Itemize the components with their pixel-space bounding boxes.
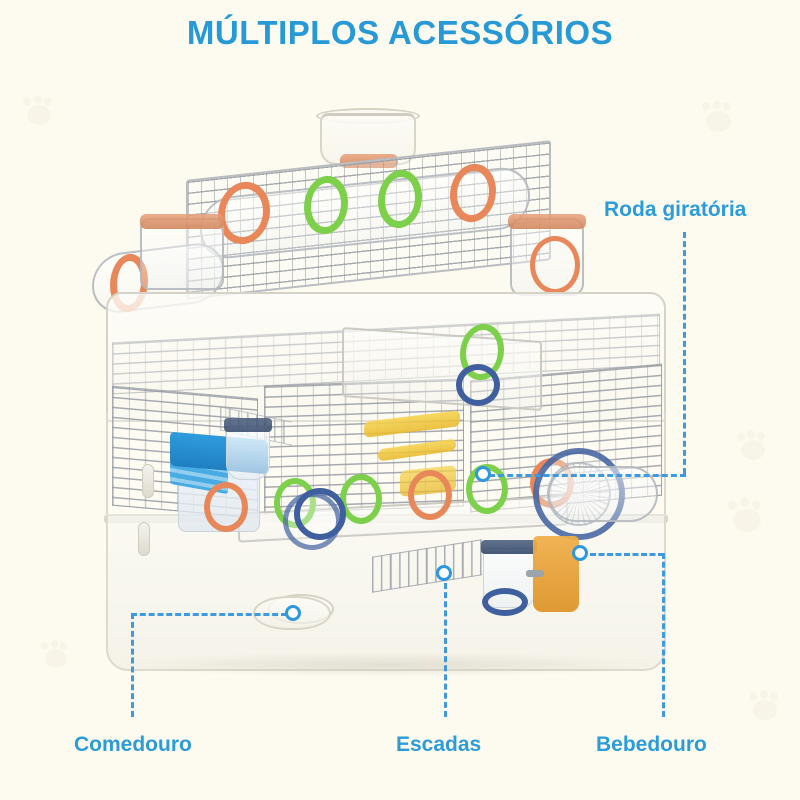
page-title: MÚLTIPLOS ACESSÓRIOS	[186, 14, 614, 51]
accessory-canister-left	[140, 218, 224, 290]
clear-water-bottle	[226, 426, 270, 480]
front-wheel-ring-blue	[294, 488, 346, 540]
callout-dot-escadas[interactable]	[436, 565, 452, 581]
clear-bottle-cap	[224, 418, 272, 432]
bebedouro-spout	[526, 570, 544, 577]
paw-print-decoration	[748, 690, 782, 722]
cage-latch-clip	[142, 464, 154, 498]
leader-line-bebedouro-horizontal	[590, 553, 664, 556]
callout-dot-bebedouro[interactable]	[572, 545, 588, 561]
deck-ring-orange	[204, 482, 248, 532]
cage-latch-clip	[138, 522, 150, 556]
paw-print-decoration	[40, 640, 72, 670]
canister-lid-orange	[140, 214, 224, 229]
callout-dot-comedouro[interactable]	[285, 605, 301, 621]
paw-print-decoration	[735, 430, 769, 464]
deck-ring-orange	[408, 470, 452, 520]
product-shadow	[118, 652, 658, 678]
product-illustration	[78, 96, 698, 678]
leader-line-roda-horizontal	[489, 474, 686, 477]
callout-label-bebedouro: Bebedouro	[596, 733, 707, 756]
paw-print-decoration	[700, 100, 736, 134]
callout-dot-roda-giratoria[interactable]	[475, 466, 491, 482]
callout-label-roda-giratoria: Roda giratória	[604, 198, 747, 221]
canister-lid-orange	[508, 214, 586, 229]
leader-line-bebedouro-vertical	[662, 553, 665, 717]
leader-line-comedouro-vertical	[131, 613, 134, 717]
leader-line-roda-vertical	[683, 232, 686, 474]
bebedouro-bottle-cap	[481, 540, 537, 554]
paw-print-decoration	[22, 95, 56, 127]
canister-ring-orange	[530, 236, 580, 294]
leader-line-comedouro-horizontal	[131, 613, 287, 616]
platform-shelf-upper	[342, 327, 542, 411]
bebedouro-ring-blue	[482, 588, 528, 616]
lid-ring-blue	[456, 364, 500, 406]
callout-label-comedouro: Comedouro	[74, 733, 192, 756]
paw-print-decoration	[726, 497, 766, 535]
deck-ring-green	[340, 474, 382, 524]
leader-line-escadas-vertical	[444, 583, 447, 717]
callout-label-escadas: Escadas	[396, 733, 482, 756]
